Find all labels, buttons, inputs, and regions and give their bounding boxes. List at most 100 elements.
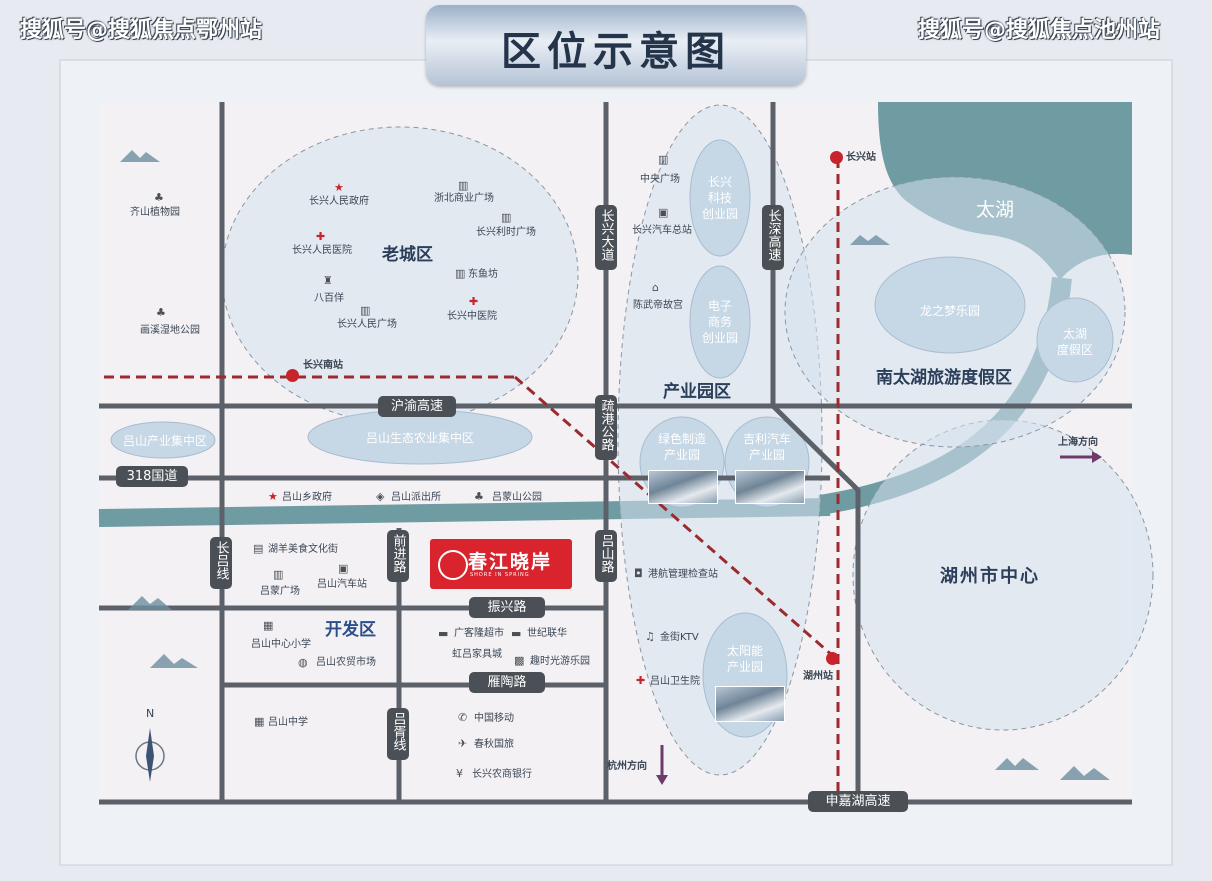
poi-tcm: 长兴中医院: [447, 311, 497, 322]
poi-gov: 长兴人民政府: [309, 196, 369, 207]
oval-eco: 吕山生态农业集中区: [365, 431, 474, 445]
police-icon: ◈: [376, 490, 385, 503]
poi-shiji: 世纪联华: [527, 628, 567, 639]
poi-middle: 吕山中学: [268, 717, 308, 728]
project-badge[interactable]: 春江晓岸 SHORE IN SPRING: [430, 539, 572, 589]
food-icon: ▤: [253, 542, 264, 555]
compass: [135, 728, 165, 782]
building-icon: ▥: [458, 179, 469, 192]
poi-lvshan-gov: 吕山乡政府: [282, 492, 332, 503]
zone-resort: 南太湖旅游度假区: [876, 368, 1012, 388]
project-name: 春江晓岸: [468, 551, 553, 573]
poi-lvshan-bus: 吕山汽车站: [317, 579, 367, 590]
road-changlv-label: 长吕线: [213, 541, 229, 580]
oval-lsmfg: 绿色制造 产业园: [657, 432, 706, 462]
phone-icon: ✆: [458, 711, 468, 724]
road-lvshan: 吕山路: [595, 530, 617, 582]
project-logo-icon: [438, 550, 468, 580]
tree-icon: ♣: [154, 191, 164, 204]
oval-dz: 电子 商务 创业园: [701, 299, 738, 345]
poi-guangke: 广客隆超市: [454, 628, 504, 639]
park-icon: ▩: [514, 654, 525, 667]
poi-baibai: 八百佯: [314, 293, 344, 304]
building-icon: ▥: [658, 153, 669, 166]
zone-taihu: 太湖: [976, 199, 1015, 221]
market-icon: ◍: [298, 656, 308, 669]
road-lvxu-label: 吕胥线: [390, 712, 406, 751]
hospital-icon: ✚: [316, 230, 326, 243]
poi-lishi: 长兴利时广场: [476, 227, 536, 238]
poi-bank: 长兴农商银行: [472, 769, 532, 780]
dir-shanghai: 上海方向: [1058, 437, 1098, 448]
music-icon: ♫: [645, 630, 655, 643]
hospital-icon: ✚: [469, 295, 479, 308]
poi-mobile: 中国移动: [474, 713, 514, 724]
road-yantao: 雁陶路: [469, 672, 545, 693]
dir-hangzhou: 杭州方向: [607, 761, 647, 772]
school-icon: ▦: [263, 619, 274, 632]
road-changxing-ave: 长兴大道: [595, 205, 617, 270]
watermark-right: 搜狐号@搜狐焦点池州站: [918, 18, 1161, 43]
building-icon: ▥: [501, 211, 512, 224]
photo-solar: [715, 686, 785, 722]
poi-huyang: 湖羊美食文化街: [268, 544, 338, 555]
title-banner: 区位示意图: [426, 5, 806, 85]
arrow-right-icon: [1060, 451, 1102, 463]
station-huzhou: 湖州站: [803, 671, 833, 682]
old-city-zone: [221, 126, 579, 424]
building-icon: ▥: [273, 568, 284, 581]
road-shugang: 疏港公路: [595, 395, 617, 460]
building-icon: ▥: [360, 304, 371, 317]
station-changxing-south: 长兴南站: [303, 360, 343, 371]
oval-lvshan-ind: 吕山产业集中区: [122, 434, 207, 448]
station-changxing: 长兴站: [846, 152, 876, 163]
poi-market: 吕山农贸市场: [316, 657, 376, 668]
poi-quzhuo: 趣时光游乐园: [530, 656, 590, 667]
oval-solar: 太阳能 产业园: [726, 644, 763, 674]
gov-star-icon: ★: [268, 490, 278, 503]
road-changlv: 长吕线: [210, 537, 232, 589]
poi-lvmeng-sq: 吕蒙广场: [260, 586, 300, 597]
bus-icon: ▣: [338, 562, 349, 575]
poi-clinic: 吕山卫生院: [650, 676, 700, 687]
landmark-icon: ♜: [323, 274, 333, 287]
cart-icon: ▬: [438, 627, 449, 640]
road-changxing-ave-label: 长兴大道: [598, 209, 614, 261]
train-station-icon: [286, 369, 299, 382]
compass-north: N: [146, 707, 155, 720]
poi-chunqiu: 春秋国旅: [474, 739, 514, 750]
checkpoint-icon: ◘: [634, 567, 643, 580]
poi-dongyu: 东鱼坊: [468, 269, 498, 280]
building-icon: ▥: [455, 267, 466, 280]
poi-huaxi: 画溪湿地公园: [140, 325, 200, 336]
zone-dev: 开发区: [325, 620, 376, 640]
road-huyu: 沪渝高速: [378, 396, 456, 417]
poi-people-sq: 长兴人民广场: [337, 319, 397, 330]
map-title: 区位示意图: [501, 29, 731, 75]
hospital-icon: ✚: [636, 674, 646, 687]
oval-kj: 长兴 科技 创业园: [701, 175, 738, 221]
road-changshen: 长深高速: [762, 205, 784, 270]
poi-bus: 长兴汽车总站: [632, 225, 692, 236]
road-qianjin-label: 前进路: [390, 534, 406, 573]
school-icon: ▦: [254, 715, 265, 728]
road-changshen-label: 长深高速: [765, 209, 781, 261]
tree-icon: ♣: [156, 306, 166, 319]
poi-qishan: 齐山植物园: [130, 207, 180, 218]
tree-icon: ♣: [474, 490, 484, 503]
zone-old-city: 老城区: [382, 245, 433, 265]
poi-jinjie: 金街KTV: [660, 632, 699, 643]
palace-icon: ⌂: [652, 281, 659, 294]
cart-icon: ▬: [511, 627, 522, 640]
poi-police: 吕山派出所: [391, 492, 441, 503]
poi-central: 中央广场: [640, 174, 680, 185]
train-station-icon: [826, 652, 839, 665]
oval-dragon: 龙之梦乐园: [919, 304, 980, 318]
zone-industrial: 产业园区: [663, 382, 731, 402]
arrow-down-icon: [656, 745, 668, 785]
road-lvxu: 吕胥线: [387, 708, 409, 760]
bank-icon: ¥: [456, 767, 463, 780]
oval-geely: 吉利汽车 产业园: [742, 432, 791, 462]
